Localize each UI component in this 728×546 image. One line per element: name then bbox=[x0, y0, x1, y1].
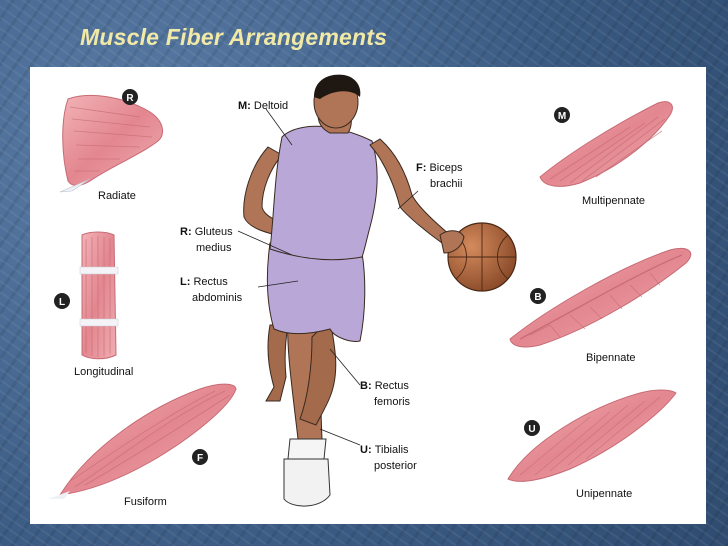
body-label-gluteus-line2: medius bbox=[196, 242, 232, 254]
label-unipennate: Unipennate bbox=[576, 488, 632, 500]
label-longitudinal: Longitudinal bbox=[74, 366, 133, 378]
body-label-rectus-femoris: B: Rectus bbox=[360, 380, 409, 392]
fusiform-muscle bbox=[48, 383, 237, 499]
muscle-diagram: R Radiate L Longitudinal F Fusiform M Mu… bbox=[48, 74, 692, 508]
radiate-muscle bbox=[59, 94, 163, 193]
svg-text:R: R bbox=[126, 93, 134, 104]
athlete-figure bbox=[243, 74, 517, 507]
badge-l: L bbox=[54, 293, 70, 309]
body-label-tibialis-line2: posterior bbox=[374, 460, 417, 472]
label-fusiform: Fusiform bbox=[124, 496, 167, 508]
body-label-rectus-abdominis-line2: abdominis bbox=[192, 292, 243, 304]
body-label-rectus-abdominis: L: Rectus bbox=[180, 276, 228, 288]
leader-lines bbox=[237, 108, 419, 446]
bipennate-muscle bbox=[509, 248, 692, 348]
svg-text:L: L bbox=[59, 297, 65, 308]
body-label-biceps-line2: brachii bbox=[430, 178, 462, 190]
badge-f: F bbox=[192, 449, 208, 465]
unipennate-muscle bbox=[507, 389, 677, 482]
badge-r: R bbox=[122, 89, 138, 105]
badge-m: M bbox=[554, 107, 570, 123]
longitudinal-muscle bbox=[79, 231, 119, 360]
svg-text:M: M bbox=[558, 111, 566, 122]
body-label-deltoid: M: Deltoid bbox=[238, 100, 288, 112]
body-label-tibialis: U: Tibialis bbox=[360, 444, 409, 456]
body-label-biceps: F: Biceps bbox=[416, 162, 463, 174]
slide-title: Muscle Fiber Arrangements bbox=[80, 24, 388, 50]
diagram-panel: R Radiate L Longitudinal F Fusiform M Mu… bbox=[30, 67, 706, 524]
body-label-gluteus: R: Gluteus bbox=[180, 226, 233, 238]
multipennate-muscle bbox=[539, 101, 673, 187]
label-bipennate: Bipennate bbox=[586, 352, 636, 364]
badge-u: U bbox=[524, 420, 540, 436]
badge-b: B bbox=[530, 288, 546, 304]
svg-text:U: U bbox=[528, 424, 535, 435]
svg-text:F: F bbox=[197, 453, 203, 464]
body-label-rectus-femoris-line2: femoris bbox=[374, 396, 411, 408]
label-radiate: Radiate bbox=[98, 190, 136, 202]
svg-text:B: B bbox=[534, 292, 541, 303]
label-multipennate: Multipennate bbox=[582, 195, 645, 207]
